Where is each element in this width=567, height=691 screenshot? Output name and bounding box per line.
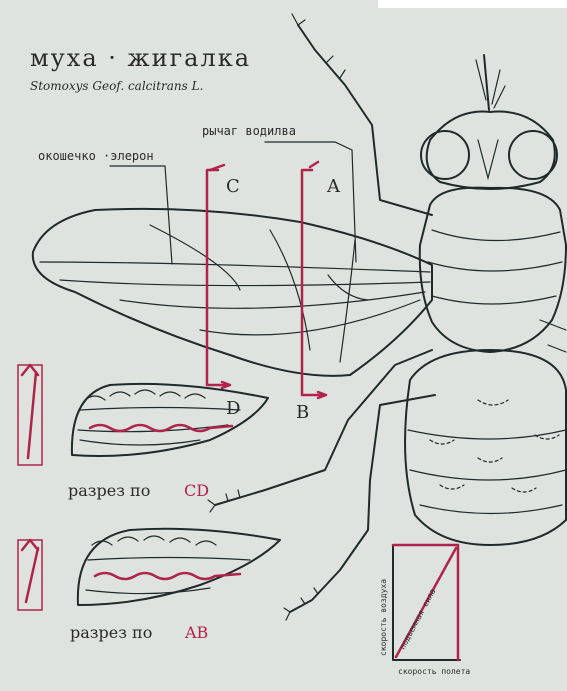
plate-subtitle: Stomoxys Geof. calcitrans L. <box>30 79 203 93</box>
top-right-edge <box>378 0 567 8</box>
label-a: A <box>326 176 341 197</box>
label-window: окошечко ·элерон <box>38 149 154 163</box>
label-d: D <box>226 398 240 419</box>
section-cd-caption: разрез по <box>68 481 150 500</box>
label-lever: рычаг водилва <box>202 124 296 138</box>
graph-x-label: скорость полета <box>398 667 470 676</box>
label-c: C <box>226 176 240 197</box>
section-ab-letters: AB <box>184 623 208 642</box>
section-ab-caption: разрез по <box>70 623 152 642</box>
plate-title: муха · жигалка <box>30 44 251 72</box>
section-cd-letters: CD <box>184 481 209 500</box>
label-b: B <box>296 402 309 423</box>
graph-y-label: скорость воздуха <box>379 579 388 656</box>
